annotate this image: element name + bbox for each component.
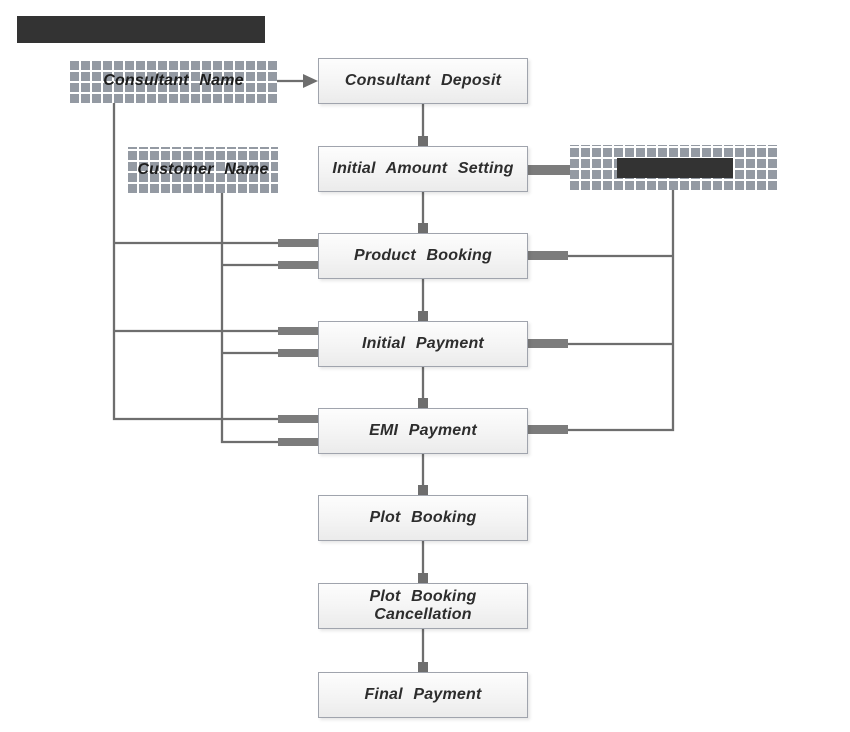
node-consultant-deposit: Consultant Deposit [318, 58, 528, 104]
node-initial-payment: Initial Payment [318, 321, 528, 367]
node-consultant-deposit-label: Consultant Deposit [344, 71, 502, 89]
edge-customer-name-branch [220, 193, 318, 446]
redacted-title-bar [17, 16, 265, 43]
edge-consultant-name-to-consultant-deposit [277, 74, 318, 88]
node-emi-payment: EMI Payment [318, 408, 528, 454]
edge-initial-amount-setting-to-redacted-entity [528, 165, 571, 175]
node-customer-name: Customer Name [128, 147, 278, 193]
node-product-booking: Product Booking [318, 233, 528, 279]
node-redacted-entity [570, 145, 778, 190]
node-plot-booking-label: Plot Booking [369, 508, 477, 526]
node-product-booking-label: Product Booking [354, 246, 492, 264]
edge-redacted-entity-branch [528, 190, 675, 434]
node-customer-name-label: Customer Name [137, 160, 269, 178]
node-plot-booking-cancellation-label-line2: Cancellation [374, 606, 472, 623]
node-plot-booking-cancellation-label-line1: Plot Booking [369, 587, 477, 605]
node-consultant-name: Consultant Name [70, 59, 277, 103]
node-initial-payment-label: Initial Payment [362, 334, 484, 352]
node-initial-amount-setting-label: Initial Amount Setting [332, 159, 514, 177]
node-final-payment: Final Payment [318, 672, 528, 718]
node-final-payment-label: Final Payment [364, 685, 482, 703]
node-consultant-name-label: Consultant Name [103, 71, 244, 89]
node-plot-booking-cancellation: Plot Booking Cancellation [318, 583, 528, 629]
node-initial-amount-setting: Initial Amount Setting [318, 146, 528, 192]
node-plot-booking: Plot Booking [318, 495, 528, 541]
node-emi-payment-label: EMI Payment [369, 421, 477, 439]
redacted-entity-label [617, 158, 733, 178]
